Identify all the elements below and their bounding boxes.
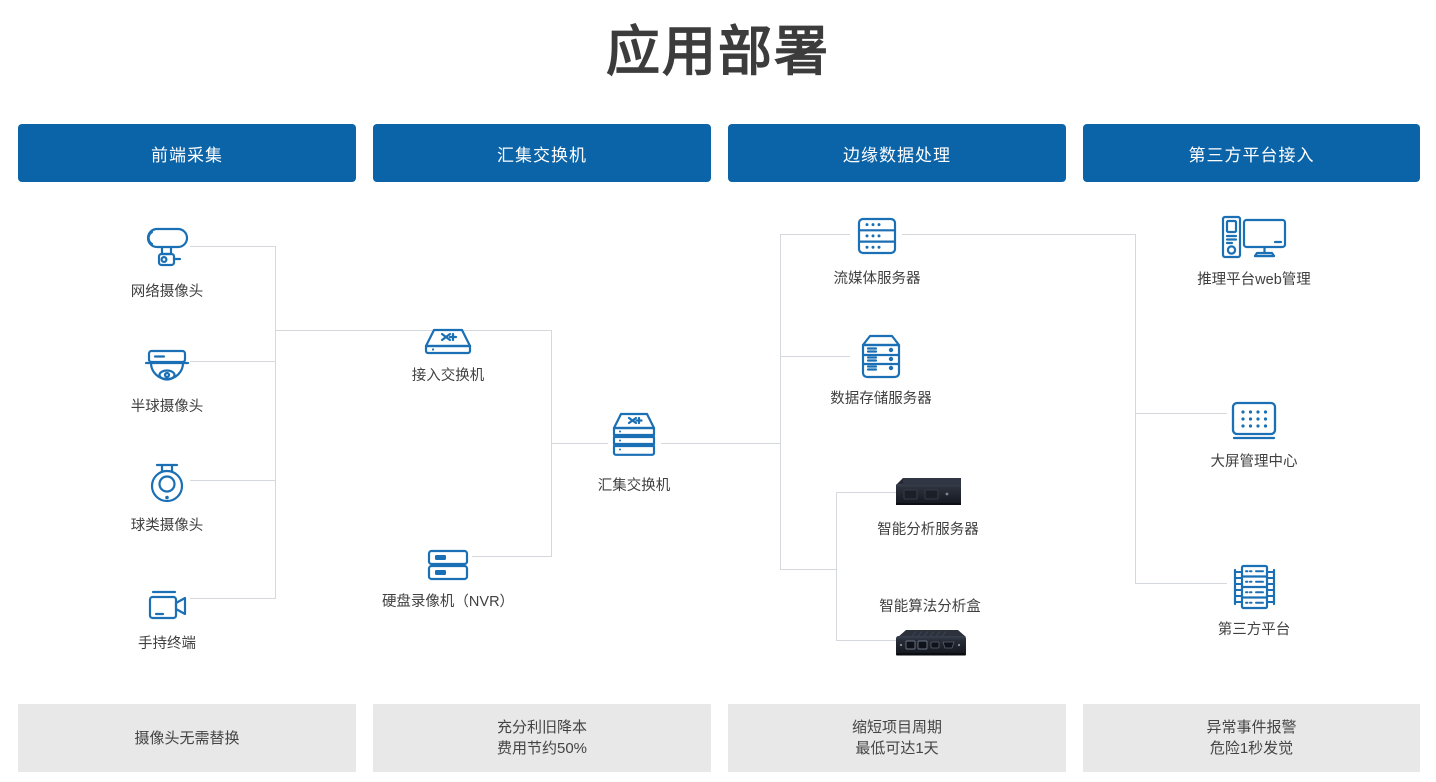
node-label: 接入交换机 [411,368,485,384]
connector-ptz-camera [190,480,276,481]
node-label: 汇集交换机 [597,478,671,494]
node-network-camera[interactable]: 网络摄像头 [82,218,252,301]
video-wall-icon [1221,388,1287,444]
column-header-label: 前端采集 [151,145,223,165]
page-title: 应用部署 [606,22,830,82]
rack-server-photo [891,472,965,512]
node-label: 第三方平台 [1217,622,1291,638]
column-header-front-end-collection[interactable]: 前端采集 [18,124,356,182]
streaming-server-icon [848,205,906,261]
connector-third-party-platform [1135,583,1227,584]
handheld-camcorder-icon [138,570,196,626]
connector-bus-third-party [1135,234,1136,583]
node-label: 球类摄像头 [130,518,204,534]
footer-line: 最低可达1天 [855,740,939,757]
column-header-third-party-platform-access[interactable]: 第三方平台接入 [1083,124,1420,182]
node-label: 智能算法分析盒 [879,599,981,615]
connector-network-camera [190,246,276,247]
stacked-switch-icon [603,408,665,468]
connector-storage-server [780,356,850,357]
node-analysis-server[interactable]: 智能分析服务器 [843,472,1013,539]
connector-analysis-branch [780,569,836,570]
node-access-switch[interactable]: 接入交换机 [363,302,533,385]
node-label: 半球摄像头 [130,399,204,415]
connector-aggregation-switch-right [661,443,781,444]
footer-line: 缩短项目周期 [851,719,942,736]
node-label: 硬盘录像机（NVR） [381,594,515,610]
footer-line: 危险1秒发觉 [1209,740,1294,757]
footer-line: 费用节约50% [496,740,588,757]
bullet-camera-icon [138,218,196,274]
node-label: 流媒体服务器 [833,271,921,287]
footer-card-aggregation-switch: 充分利旧降本 费用节约50% [373,704,711,772]
column-header-edge-data-processing[interactable]: 边缘数据处理 [728,124,1066,182]
column-header-label: 汇集交换机 [497,145,587,165]
node-streaming-server[interactable]: 流媒体服务器 [792,205,962,288]
connector-nvr-right [472,556,552,557]
node-label: 手持终端 [138,636,196,652]
column-header-aggregation-switch[interactable]: 汇集交换机 [373,124,711,182]
node-ptz-camera[interactable]: 球类摄像头 [82,452,252,535]
node-video-wall-center[interactable]: 大屏管理中心 [1169,388,1339,471]
node-label: 智能分析服务器 [877,522,979,538]
node-handheld-terminal[interactable]: 手持终端 [82,570,252,653]
rack-cabinet-icon [1221,556,1287,612]
desktop-pc-icon [1215,206,1293,262]
column-header-label: 边缘数据处理 [843,145,951,165]
connector-bus-front-end [275,246,276,599]
footer-line: 异常事件报警 [1206,719,1297,736]
connector-to-aggregation-switch [551,443,608,444]
switch-icon [417,302,479,358]
node-label: 数据存储服务器 [830,391,932,407]
footer-line: 充分利旧降本 [496,719,587,736]
edge-box-photo [888,625,972,663]
ptz-camera-icon [138,452,196,508]
node-dome-camera[interactable]: 半球摄像头 [82,333,252,416]
connector-front-end-to-access-switch [275,330,472,331]
connector-video-wall [1135,413,1227,414]
node-nvr[interactable]: 硬盘录像机（NVR） [363,528,533,611]
node-third-party-platform[interactable]: 第三方平台 [1169,556,1339,639]
storage-server-icon [852,325,910,381]
footer-card-front-end-collection: 摄像头无需替换 [18,704,356,772]
connector-algorithm-box [836,640,900,641]
connector-streaming-to-platform [902,234,1136,235]
connector-dome-camera [190,361,276,362]
connector-streaming-server [780,234,850,235]
node-algorithm-box[interactable]: 智能算法分析盒 [845,598,1015,663]
node-label: 网络摄像头 [130,284,204,300]
node-label: 大屏管理中心 [1210,454,1298,470]
nvr-icon [417,528,479,584]
connector-access-switch-right [472,330,552,331]
node-storage-server[interactable]: 数据存储服务器 [796,325,966,408]
connector-handheld-terminal [190,598,276,599]
column-header-label: 第三方平台接入 [1188,145,1315,165]
connector-subbus-analysis [836,492,837,640]
node-web-management[interactable]: 推理平台web管理 [1169,206,1339,289]
connector-bus-edge-processing [780,234,781,570]
node-aggregation-switch[interactable]: 汇集交换机 [549,408,719,495]
dome-camera-icon [138,333,196,389]
connector-analysis-server [836,492,900,493]
footer-line: 摄像头无需替换 [134,729,240,747]
node-label: 推理平台web管理 [1197,272,1311,288]
footer-card-third-party-platform-access: 异常事件报警 危险1秒发觉 [1083,704,1420,772]
footer-card-edge-data-processing: 缩短项目周期 最低可达1天 [728,704,1066,772]
